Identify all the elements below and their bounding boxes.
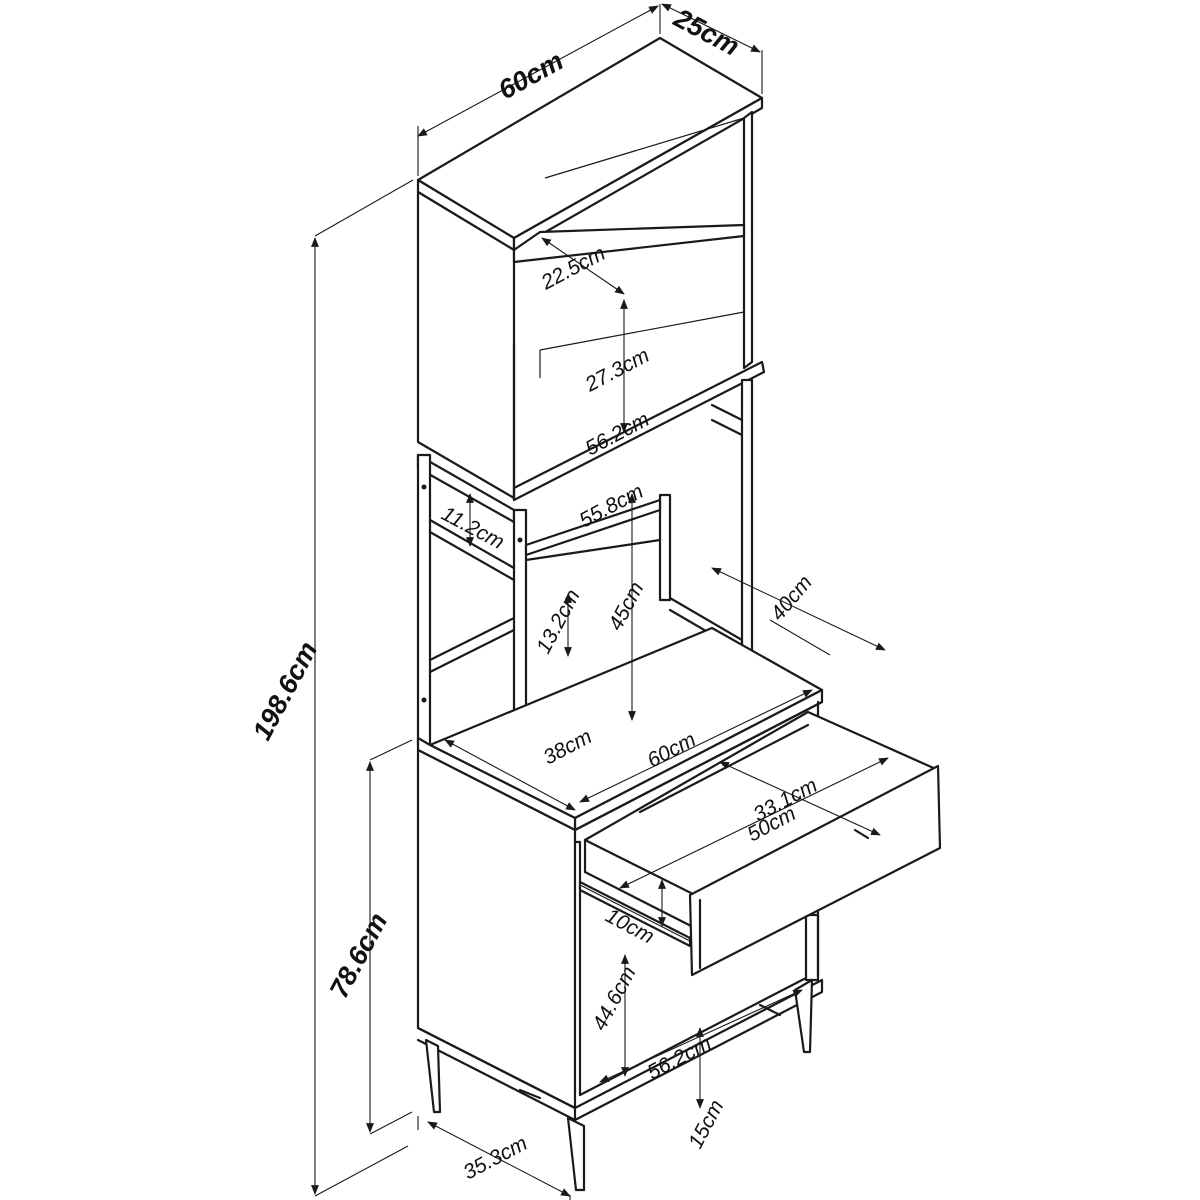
label-width-top: 60cm bbox=[493, 46, 568, 106]
frame-right-back-post bbox=[658, 493, 672, 602]
cabinet-right-post bbox=[804, 913, 820, 982]
legs bbox=[424, 978, 814, 1192]
label-lower-height: 78.6cm bbox=[324, 908, 393, 1003]
leg-back-right bbox=[793, 978, 814, 1054]
frame-mid-shelf bbox=[524, 498, 662, 557]
middle-metal-frame bbox=[416, 378, 754, 792]
hutch-right-panel bbox=[742, 110, 754, 370]
label-base-depth: 35.3cm bbox=[460, 1132, 532, 1185]
label-opening-height: 45cm bbox=[604, 578, 648, 634]
label-total-height: 198.6cm bbox=[247, 637, 324, 745]
label-shelf-gap: 27.3cm bbox=[581, 344, 653, 397]
dimension-lines bbox=[311, 3, 889, 1200]
upper-hutch bbox=[416, 36, 766, 502]
label-cabinet-height: 44.6cm bbox=[588, 963, 641, 1035]
hutch-top-right-edge bbox=[512, 96, 764, 252]
label-desk-depth: 40cm bbox=[766, 571, 817, 625]
leg-front-center bbox=[566, 1116, 586, 1192]
leg-front-left bbox=[424, 1038, 442, 1114]
drawer-runner bbox=[578, 880, 692, 948]
label-bottom-width: 56.2cm bbox=[644, 1032, 716, 1085]
frame-right-front-post bbox=[740, 378, 754, 660]
label-side-height: 13.2cm bbox=[532, 586, 585, 658]
label-leg-height: 15cm bbox=[684, 1096, 728, 1152]
